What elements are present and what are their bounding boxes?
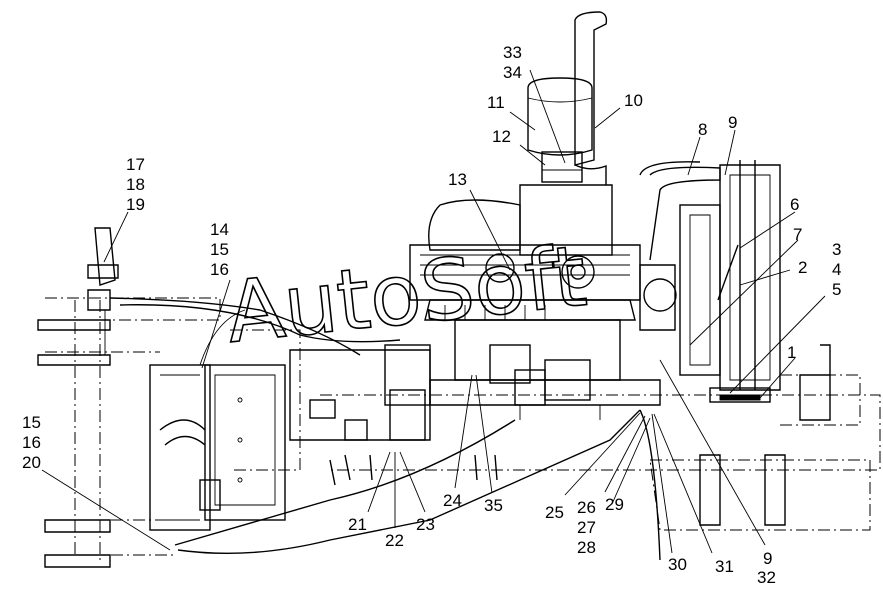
callout-22: 22 — [385, 531, 404, 550]
callout-9b: 9 — [763, 549, 772, 568]
callout-20: 20 — [22, 453, 41, 472]
callout-23: 23 — [416, 515, 435, 534]
callout-6: 6 — [790, 195, 799, 214]
callout-9: 9 — [728, 113, 737, 132]
callout-31: 31 — [715, 557, 734, 576]
callout-18: 18 — [126, 175, 145, 194]
callout-11: 11 — [487, 93, 505, 112]
callout-15: 15 — [210, 240, 229, 259]
callout-27: 27 — [577, 518, 596, 537]
exhaust-pipe — [574, 11, 608, 185]
leader-lines — [41, 69, 826, 554]
callout-17: 17 — [126, 155, 145, 174]
callout-13: 13 — [448, 170, 467, 189]
callout-15b: 15 — [22, 413, 41, 432]
callout-16b: 16 — [22, 433, 41, 452]
callout-labels: 1 2 3 4 5 6 7 8 9 10 11 12 13 14 15 16 1… — [22, 43, 841, 587]
callout-3: 3 — [832, 240, 841, 259]
callout-29: 29 — [605, 495, 624, 514]
callout-10: 10 — [624, 91, 643, 110]
callout-35: 35 — [484, 496, 503, 515]
callout-21: 21 — [348, 515, 367, 534]
callout-19: 19 — [126, 195, 145, 214]
callout-16: 16 — [210, 260, 229, 279]
callout-4: 4 — [832, 260, 841, 279]
callout-5: 5 — [832, 280, 841, 299]
callout-33: 33 — [503, 43, 522, 62]
callout-25: 25 — [545, 503, 564, 522]
callout-8: 8 — [698, 120, 707, 139]
callout-2: 2 — [798, 258, 807, 277]
callout-32: 32 — [757, 568, 776, 587]
callout-24: 24 — [443, 491, 462, 510]
watermark: AutoSoft — [222, 227, 591, 362]
callout-28: 28 — [577, 538, 596, 557]
callout-1: 1 — [787, 343, 796, 362]
callout-14: 14 — [210, 220, 229, 239]
callout-30: 30 — [668, 555, 687, 574]
air-cleaner — [527, 77, 593, 183]
callout-12: 12 — [492, 127, 511, 146]
radiator — [639, 160, 781, 403]
callout-34: 34 — [503, 63, 522, 82]
callout-7: 7 — [793, 225, 802, 244]
pedal-assembly — [87, 227, 119, 355]
callout-26: 26 — [577, 498, 596, 517]
frame-chassis — [37, 297, 881, 568]
